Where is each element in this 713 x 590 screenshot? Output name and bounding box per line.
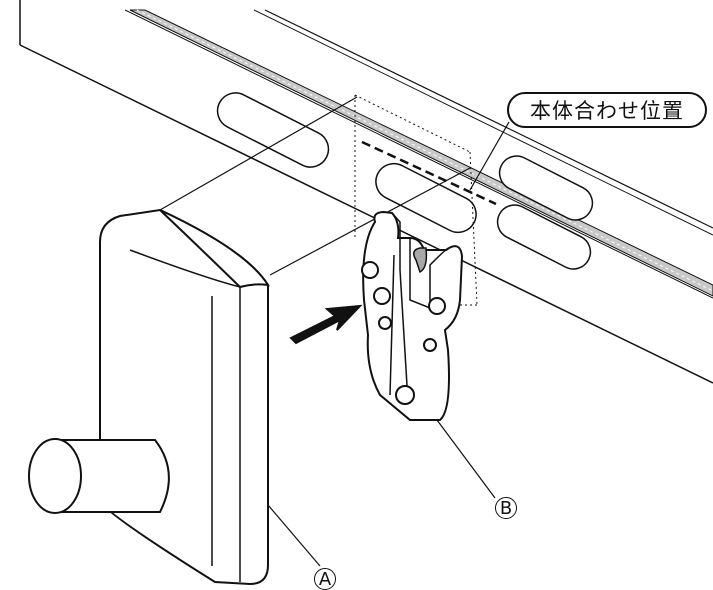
part-b-label: B	[495, 497, 517, 519]
part-a-label: A	[314, 568, 336, 590]
part-a-letter: A	[318, 568, 332, 590]
callout-text: 本体合わせ位置	[530, 99, 684, 123]
body-a	[99, 208, 271, 586]
body-a-knob	[28, 438, 170, 514]
alignment-position-callout: 本体合わせ位置	[507, 92, 707, 128]
callout-leader	[469, 121, 510, 191]
part-b-letter: B	[499, 497, 513, 519]
rail-band	[129, 9, 713, 297]
insert-arrow	[289, 304, 363, 345]
latch-b	[361, 210, 464, 421]
label-leaders	[267, 419, 496, 567]
panel-slots	[216, 92, 594, 270]
alignment-line	[361, 140, 497, 206]
projection-lines	[159, 96, 471, 276]
